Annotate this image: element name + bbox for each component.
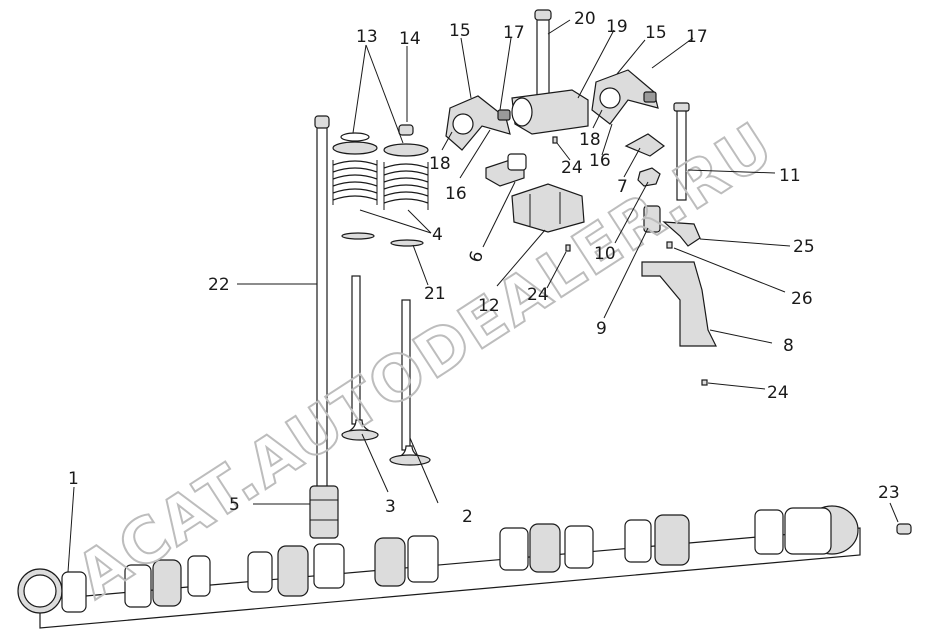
- callout-16b: 16: [589, 151, 611, 171]
- tappet: [309, 485, 339, 539]
- callout-22: 22: [208, 275, 230, 295]
- callout-13: 13: [356, 27, 378, 47]
- callout-11: 11: [779, 166, 801, 186]
- camshaft: [17, 505, 861, 629]
- callout-6: 6: [466, 249, 488, 265]
- callout-26: 26: [791, 289, 813, 309]
- callout-16a: 16: [445, 184, 467, 204]
- rocker-arm-small: [624, 133, 666, 157]
- callout-14: 14: [399, 29, 421, 49]
- callout-3: 3: [385, 497, 396, 517]
- callout-20: 20: [574, 9, 596, 29]
- rocker-support: [641, 261, 717, 347]
- callout-2: 2: [462, 507, 473, 527]
- pin-23: [896, 523, 912, 535]
- adjusting-nut: [637, 167, 661, 187]
- callout-24c: 24: [767, 383, 789, 403]
- rocker-shaft-bracket: [511, 9, 589, 135]
- exhaust-valve: [389, 299, 431, 466]
- callout-9: 9: [596, 319, 607, 339]
- callout-12: 12: [478, 296, 500, 316]
- callout-19: 19: [606, 17, 628, 37]
- rocker-arm-right: [591, 69, 659, 125]
- callout-24a: 24: [561, 158, 583, 178]
- pin-24: [552, 136, 708, 386]
- callout-5: 5: [229, 495, 240, 515]
- callout-18a: 18: [429, 154, 451, 174]
- callout-10: 10: [594, 244, 616, 264]
- callout-18b: 18: [579, 130, 601, 150]
- callout-17a: 17: [503, 23, 525, 43]
- callout-8: 8: [783, 336, 794, 356]
- intake-valve: [341, 275, 379, 441]
- callout-24b: 24: [527, 285, 549, 305]
- adjusting-screw: [673, 102, 690, 201]
- pin-26: [666, 241, 673, 249]
- callout-1: 1: [68, 469, 79, 489]
- clip-25: [662, 221, 701, 247]
- bushing: [643, 205, 661, 233]
- cam-lobes: [61, 505, 859, 613]
- callout-23: 23: [878, 483, 900, 503]
- valve-spring-left: [332, 132, 378, 240]
- bridge-part: [485, 153, 527, 187]
- rocker-arm-left: [445, 95, 511, 151]
- callout-labels: 1 2 3 4 5 6 7 8 9 10 11 12 13 14 15 15 1…: [68, 9, 900, 527]
- callout-15a: 15: [449, 21, 471, 41]
- callout-25: 25: [793, 237, 815, 257]
- leader-lines: [67, 19, 899, 573]
- callout-7: 7: [617, 177, 628, 197]
- rocker-cover-block: [511, 183, 585, 233]
- callout-21: 21: [424, 284, 446, 304]
- valve-spring-right: [383, 124, 429, 247]
- callout-17b: 17: [686, 27, 708, 47]
- callout-4: 4: [432, 225, 443, 245]
- callout-15b: 15: [645, 23, 667, 43]
